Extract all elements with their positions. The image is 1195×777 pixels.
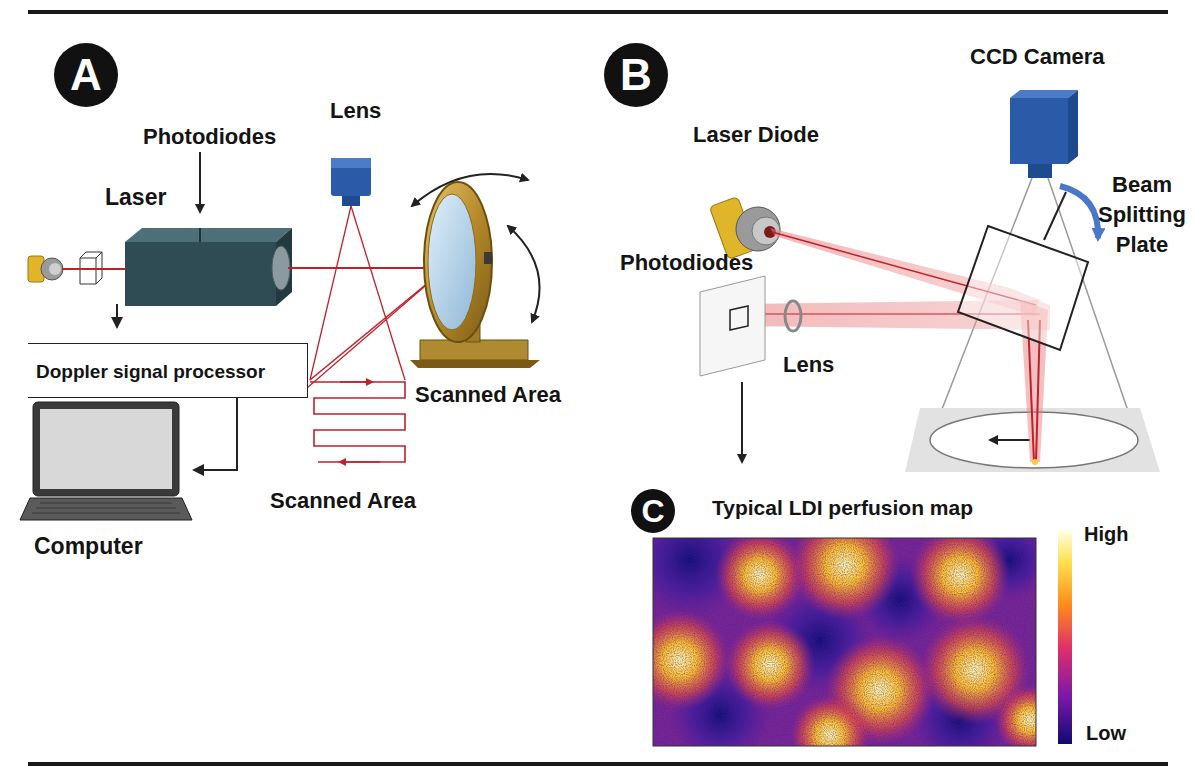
part-label: Lens — [330, 98, 381, 124]
panel-letter: C — [630, 495, 676, 527]
processor-box: Doppler signal processor — [28, 343, 308, 398]
laser-unit: Laser — [125, 228, 293, 306]
panel-badge: C — [630, 488, 676, 534]
laser-box — [125, 228, 292, 306]
color-bar — [1058, 530, 1072, 744]
part-label: Beam Splitting Plate — [1092, 170, 1192, 260]
panel-badge: B — [603, 42, 669, 108]
part-label: Photodiodes — [620, 250, 753, 276]
panel-title: Typical LDI perfusion map — [712, 496, 973, 520]
panel-letter: A — [53, 53, 119, 97]
area-label: Scanned Area — [270, 488, 416, 514]
part-label: Laser Diode — [693, 122, 819, 148]
signal-arrow — [116, 304, 118, 327]
signal-arrow — [194, 398, 237, 470]
laptop — [20, 402, 192, 520]
scan-raster — [310, 382, 405, 462]
node-label: Computer — [34, 533, 143, 560]
scale-label: High — [1084, 523, 1128, 546]
rotation-arrow — [412, 174, 540, 322]
part-label: Photodiodes — [143, 124, 276, 150]
scale-label: Low — [1086, 722, 1126, 745]
perfusion-map — [653, 538, 1036, 746]
panel-badge: A — [53, 42, 119, 108]
map-border — [653, 538, 1036, 746]
photodiode-arrow — [200, 152, 201, 212]
computer-unit: Computer — [20, 400, 192, 522]
beam-splitter — [958, 186, 1098, 350]
laser-source — [28, 252, 128, 284]
part-label: Lens — [783, 352, 834, 378]
node-label: Doppler signal processor — [36, 361, 265, 380]
part-label: CCD Camera — [970, 44, 1105, 70]
detector-lens — [310, 158, 405, 380]
panel-letter: B — [603, 53, 669, 97]
area-label: Scanned Area — [415, 382, 561, 408]
scan-mirror — [410, 182, 540, 368]
node-label: Laser — [105, 184, 166, 211]
frame-rule — [28, 10, 1168, 766]
